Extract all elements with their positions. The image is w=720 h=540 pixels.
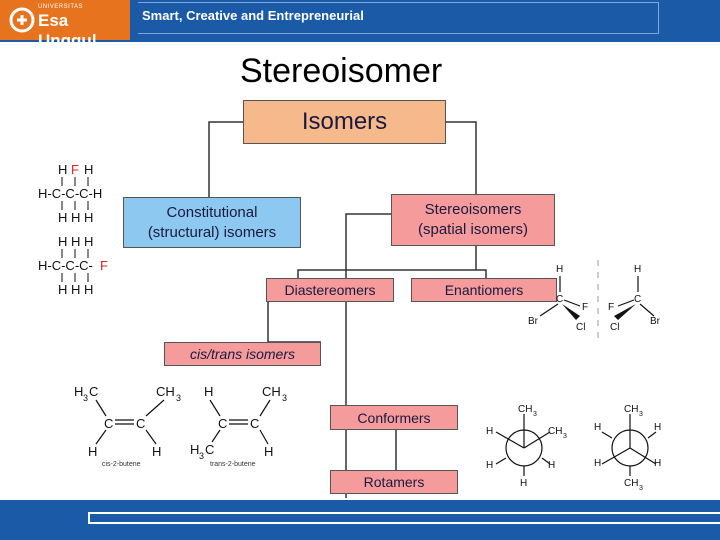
svg-text:CH: CH: [624, 404, 638, 415]
svg-text:H: H: [58, 282, 67, 297]
svg-text:H: H: [486, 460, 493, 471]
svg-text:H: H: [548, 460, 555, 471]
stereoisomers-label-line1: Stereoisomers: [424, 201, 522, 218]
rotamers-label: Rotamers: [363, 474, 425, 490]
svg-text:H: H: [74, 384, 83, 399]
svg-text:H: H: [486, 426, 493, 437]
isomers-label: Isomers: [301, 108, 388, 135]
svg-text:H: H: [556, 264, 563, 275]
svg-text:H: H: [204, 384, 213, 399]
svg-text:3: 3: [83, 393, 88, 403]
isomers-box: Isomers: [243, 100, 446, 144]
header-bar: UNIVERSITAS Esa Unggul Smart, Creative a…: [0, 0, 720, 50]
svg-text:CH: CH: [262, 384, 281, 399]
cis-butene-caption: cis-2-butene: [102, 461, 141, 468]
logo-university-label: UNIVERSITAS: [38, 4, 84, 10]
svg-text:H: H: [58, 234, 67, 249]
rotamers-box: Rotamers: [330, 470, 458, 494]
svg-text:H: H: [594, 422, 601, 433]
svg-text:H: H: [594, 458, 601, 469]
svg-text:H: H: [71, 282, 80, 297]
logo-icon: [9, 7, 35, 33]
svg-text:C: C: [104, 416, 113, 431]
svg-text:H: H: [58, 162, 67, 177]
svg-text:C: C: [218, 416, 227, 431]
svg-text:C: C: [89, 384, 98, 399]
svg-text:Br: Br: [650, 316, 661, 327]
page-title: Stereoisomer: [240, 52, 443, 90]
svg-text:H: H: [88, 444, 97, 459]
svg-text:C: C: [250, 416, 259, 431]
svg-text:3: 3: [639, 485, 643, 492]
svg-text:H: H: [654, 458, 661, 469]
svg-text:3: 3: [282, 393, 287, 403]
isomer-diagram: Isomers Constitutional (structural) isom…: [36, 98, 672, 498]
svg-text:3: 3: [563, 433, 567, 440]
diastereomers-box: Diastereomers: [266, 278, 394, 302]
enantiomers-box: Enantiomers: [411, 278, 557, 302]
svg-text:H: H: [190, 442, 199, 457]
svg-text:H-C-C-C-H: H-C-C-C-H: [38, 186, 102, 201]
svg-text:3: 3: [199, 451, 204, 461]
svg-text:CH: CH: [548, 426, 562, 437]
trans-butene-caption: trans-2-butene: [210, 461, 256, 468]
conformers-label: Conformers: [357, 409, 431, 426]
svg-text:H: H: [84, 282, 93, 297]
svg-text:F: F: [100, 258, 108, 273]
svg-text:F: F: [582, 302, 588, 313]
svg-text:Br: Br: [528, 316, 539, 327]
svg-text:C: C: [556, 294, 563, 305]
svg-text:H: H: [654, 422, 661, 433]
svg-text:F: F: [608, 302, 614, 313]
svg-text:3: 3: [533, 411, 537, 418]
svg-text:CH: CH: [156, 384, 175, 399]
svg-text:H-C-C-C-: H-C-C-C-: [38, 258, 93, 273]
svg-text:H: H: [520, 478, 527, 489]
cis-trans-isomers-box: cis/trans isomers: [164, 342, 321, 366]
footer-bar: [0, 500, 720, 540]
svg-text:CH: CH: [518, 404, 532, 415]
svg-text:CH: CH: [624, 478, 638, 489]
svg-text:F: F: [71, 162, 79, 177]
svg-text:C: C: [634, 294, 641, 305]
svg-text:3: 3: [176, 393, 181, 403]
university-logo: UNIVERSITAS Esa Unggul: [0, 0, 130, 50]
diastereomers-label: Diastereomers: [284, 282, 376, 298]
constitutional-label-line1: Constitutional: [166, 203, 258, 221]
svg-text:H: H: [84, 234, 93, 249]
svg-text:H: H: [71, 234, 80, 249]
svg-text:Cl: Cl: [610, 322, 619, 333]
constitutional-isomers-box: Constitutional (structural) isomers: [123, 197, 301, 248]
logo-university-name: Esa Unggul: [38, 11, 97, 50]
svg-text:Cl: Cl: [576, 322, 585, 333]
svg-text:H: H: [152, 444, 161, 459]
constitutional-label-line2: (structural) isomers: [147, 223, 277, 241]
svg-text:H: H: [634, 264, 641, 275]
stereoisomers-box: Stereoisomers (spatial isomers): [391, 194, 555, 246]
svg-text:C: C: [205, 442, 214, 457]
svg-text:H: H: [264, 444, 273, 459]
header-frame: [138, 2, 659, 34]
header-tagline: Smart, Creative and Entrepreneurial: [142, 8, 364, 23]
cis-trans-label: cis/trans isomers: [189, 346, 296, 362]
enantiomers-label: Enantiomers: [444, 282, 524, 298]
conformers-box: Conformers: [330, 405, 458, 430]
svg-text:H: H: [84, 210, 93, 225]
svg-text:H: H: [84, 162, 93, 177]
diagram-connectors: [208, 121, 487, 498]
svg-text:3: 3: [639, 411, 643, 418]
svg-text:C: C: [136, 416, 145, 431]
footer-frame: [88, 512, 720, 524]
stereoisomers-label-line2: (spatial isomers): [417, 221, 529, 238]
svg-text:H: H: [71, 210, 80, 225]
svg-text:H: H: [58, 210, 67, 225]
